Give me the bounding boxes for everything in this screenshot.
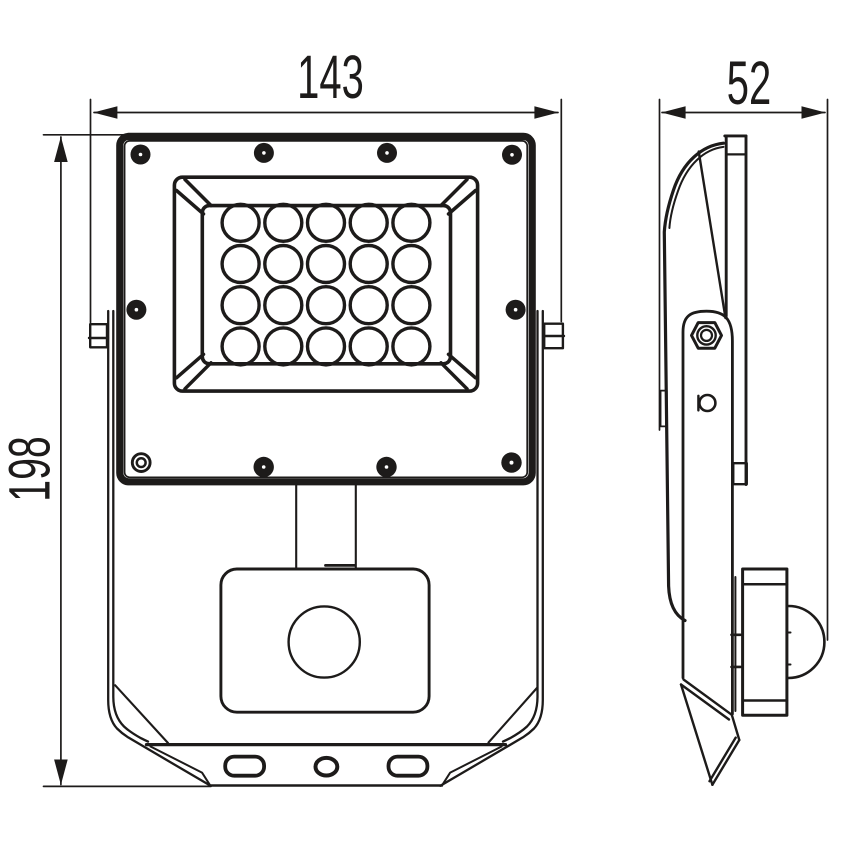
svg-text:198: 198 (0, 436, 62, 502)
svg-text:52: 52 (727, 48, 771, 117)
svg-text:143: 143 (297, 42, 364, 111)
